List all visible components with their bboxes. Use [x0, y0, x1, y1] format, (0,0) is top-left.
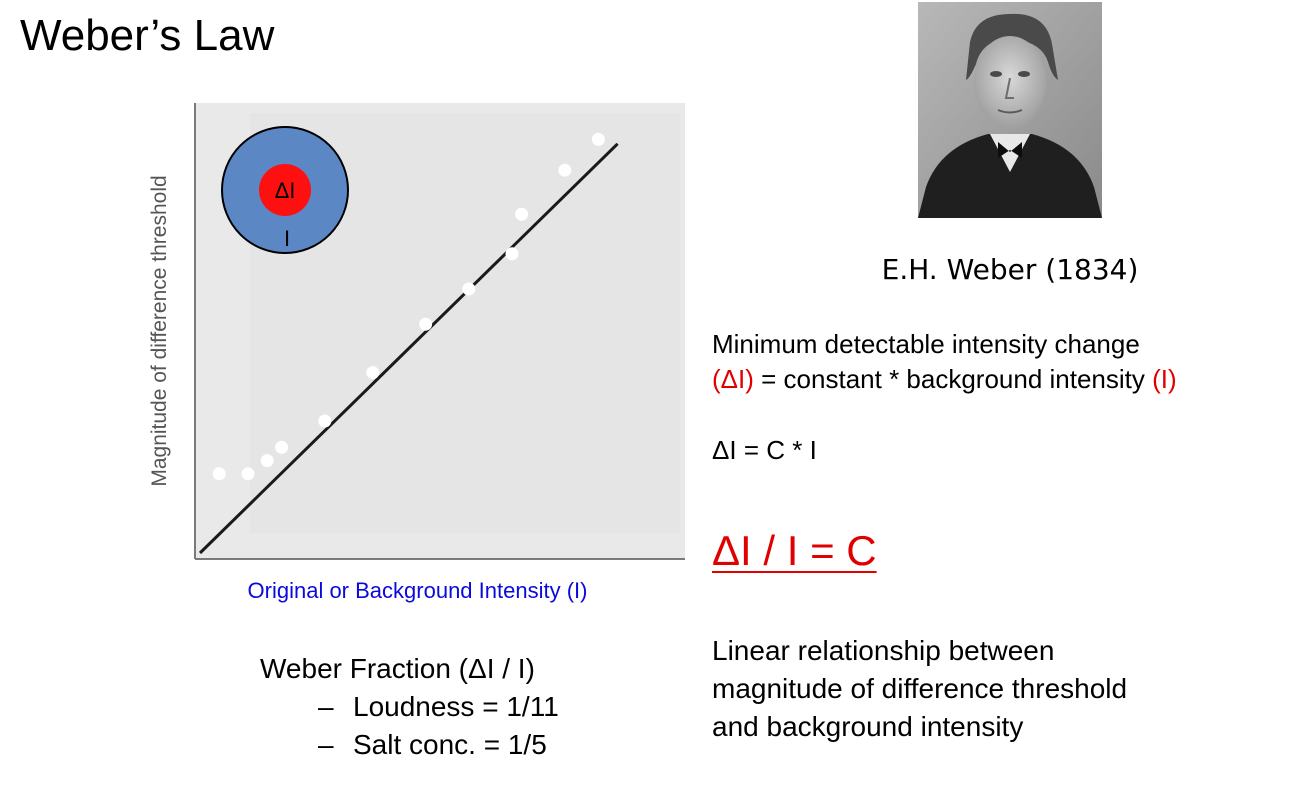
- i-symbol: (I): [1152, 364, 1177, 394]
- scatter-chart: Magnitude of difference threshold ΔI I: [148, 103, 685, 560]
- y-axis-label: Magnitude of difference threshold: [148, 175, 171, 486]
- data-point: [212, 467, 226, 481]
- inset-i-label: I: [284, 226, 290, 251]
- list-dash: –: [318, 729, 334, 760]
- x-axis-label: Original or Background Intensity (I): [247, 578, 588, 603]
- data-point: [318, 414, 332, 428]
- inset-delta-label: ΔI: [275, 178, 296, 203]
- data-point: [366, 366, 380, 380]
- relationship-line-2: magnitude of difference threshold: [712, 673, 1128, 704]
- relationship-line-3: and background intensity: [712, 711, 1024, 742]
- weber-fraction-heading: Weber Fraction (ΔI / I): [260, 653, 535, 684]
- portrait-caption: E.H. Weber (1834): [881, 253, 1139, 286]
- list-dash: –: [318, 691, 334, 722]
- salt-fraction: Salt conc. = 1/5: [353, 729, 547, 760]
- data-point: [241, 467, 255, 481]
- data-point: [591, 132, 605, 146]
- definition-line-2: (ΔI) = constant * background intensity (…: [712, 362, 1177, 397]
- inset-diagram: ΔI I: [221, 126, 349, 254]
- list-item: –Salt conc. = 1/5: [260, 726, 559, 764]
- relationship-line-1: Linear relationship between: [712, 635, 1055, 666]
- data-point: [419, 317, 433, 331]
- data-point: [558, 163, 572, 177]
- delta-i-symbol: (ΔI): [712, 364, 754, 394]
- data-point: [275, 440, 289, 454]
- definition-middle-text: = constant * background intensity: [753, 364, 1153, 394]
- definition-text: Minimum detectable intensity change (ΔI)…: [712, 327, 1177, 397]
- data-point: [515, 207, 529, 221]
- loudness-fraction: Loudness = 1/11: [353, 691, 559, 722]
- weber-portrait: [918, 2, 1102, 218]
- data-point: [505, 247, 519, 261]
- data-point: [260, 454, 274, 468]
- delta-intensity-circle: [259, 164, 311, 216]
- weber-ratio-formula: ΔI / I = C: [712, 527, 877, 574]
- relationship-text: Linear relationship between magnitude of…: [712, 632, 1127, 746]
- definition-line-1: Minimum detectable intensity change: [712, 329, 1140, 359]
- data-point: [462, 282, 476, 296]
- list-item: –Loudness = 1/11: [260, 688, 559, 726]
- slide-title: Weber’s Law: [20, 11, 275, 60]
- data-points: [212, 132, 605, 481]
- formula-text: ΔI = C * I: [712, 435, 817, 465]
- fit-line: [198, 142, 619, 555]
- weber-fraction-block: Weber Fraction (ΔI / I) –Loudness = 1/11…: [260, 650, 559, 764]
